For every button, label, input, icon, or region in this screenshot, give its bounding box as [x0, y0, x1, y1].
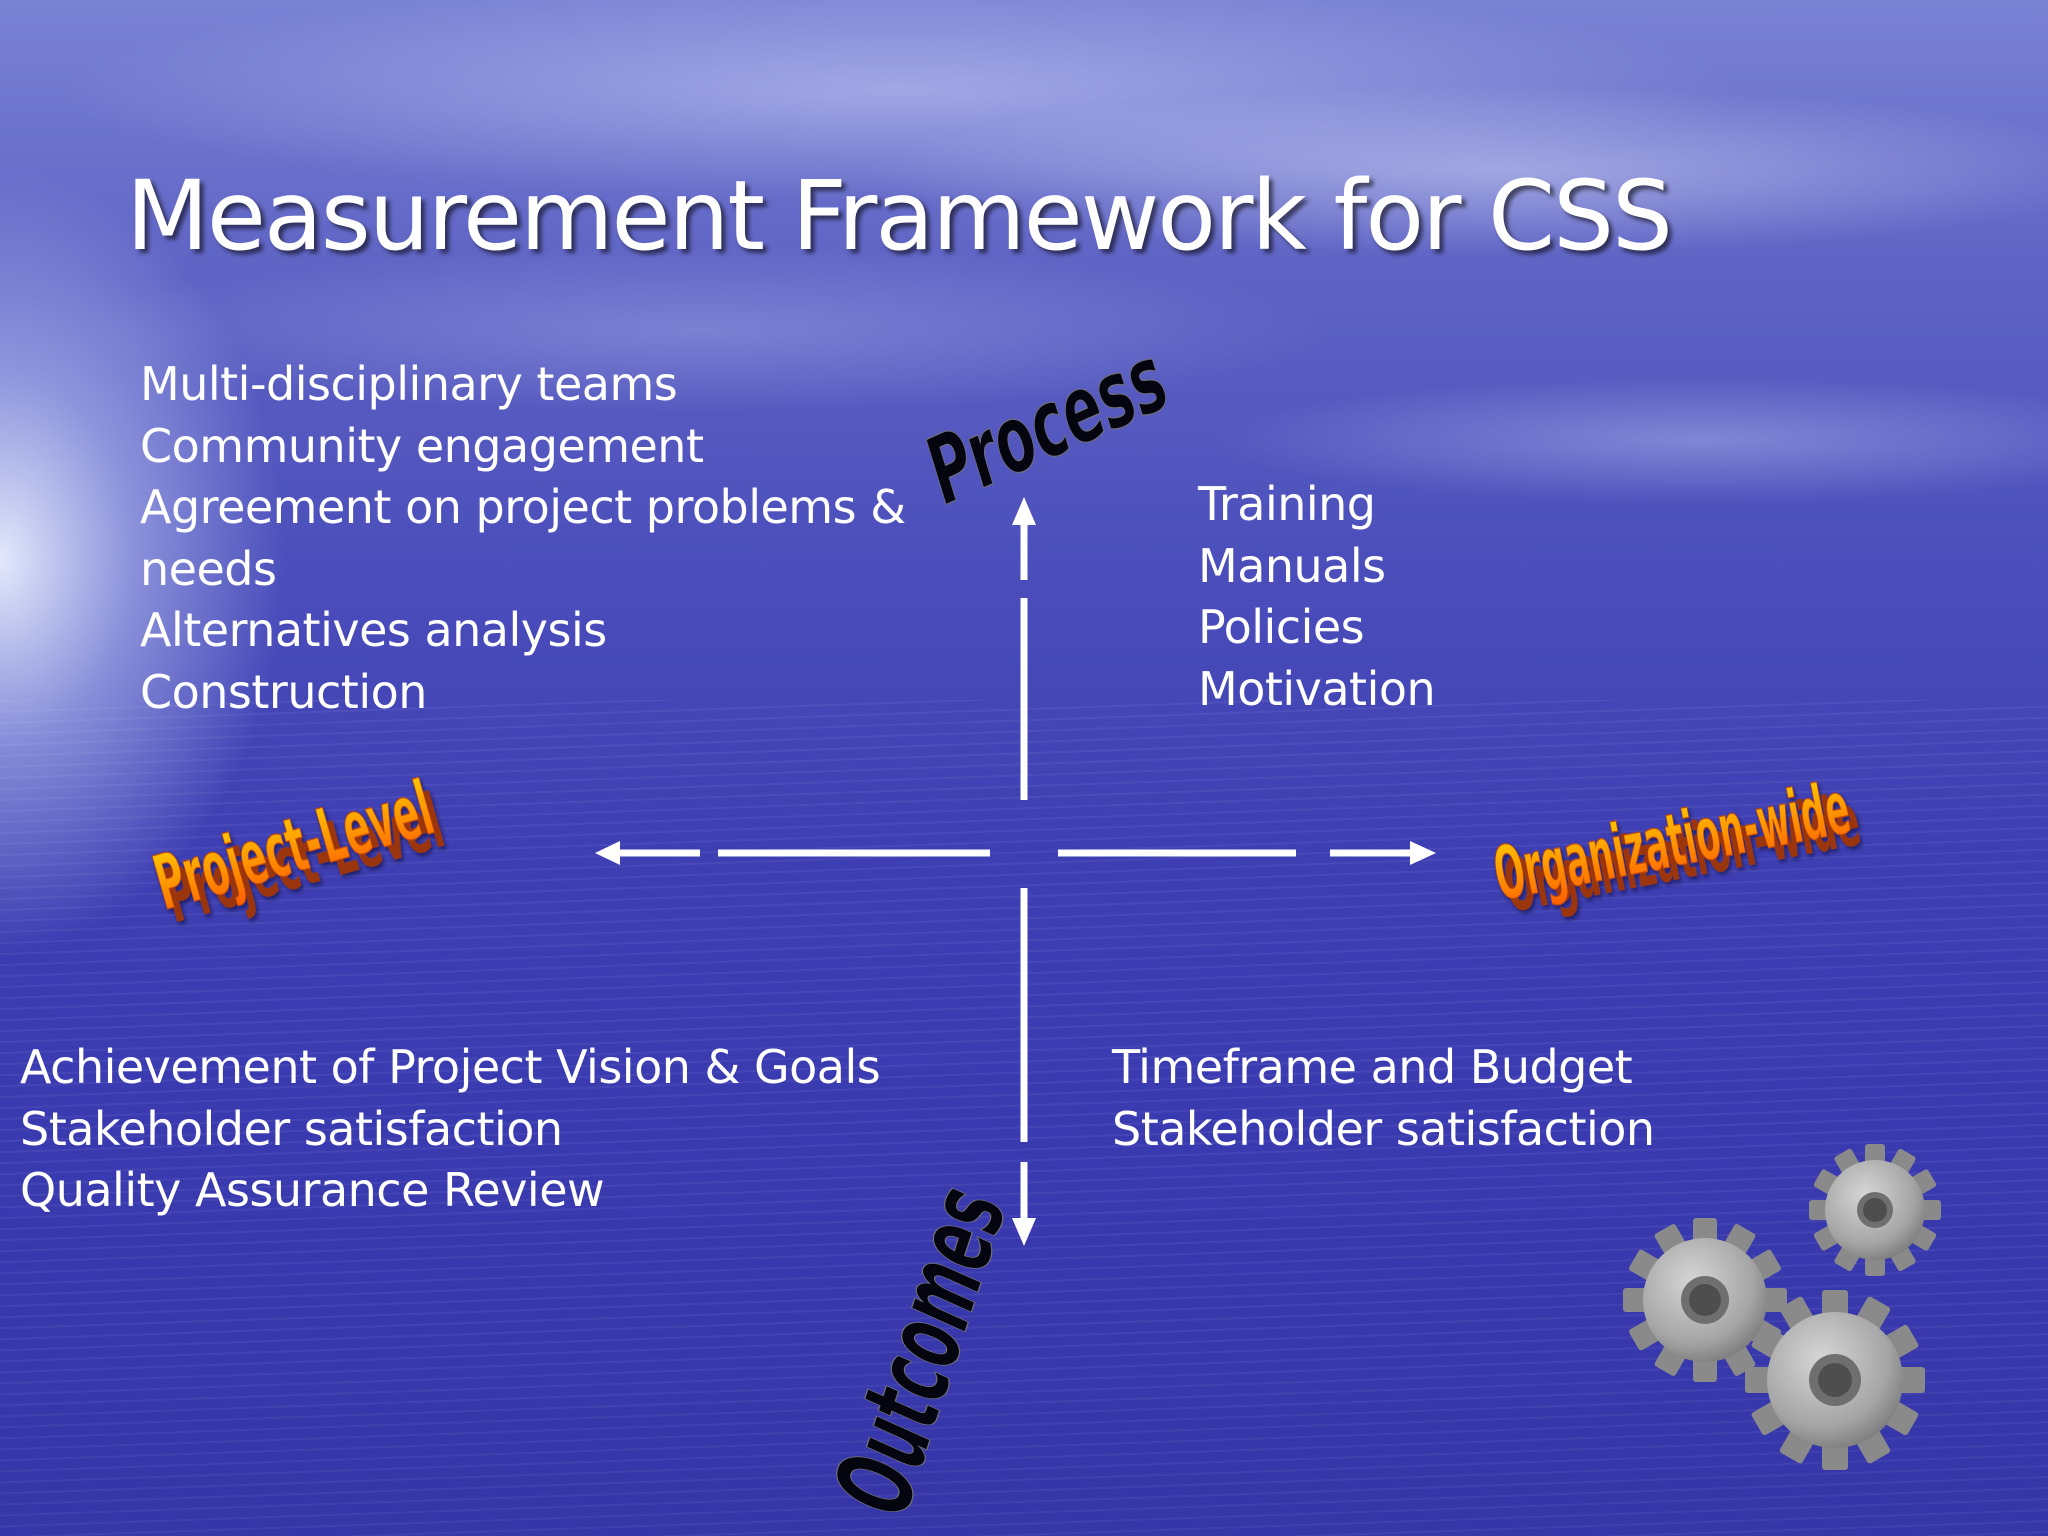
- gear-icon: [1623, 1218, 1787, 1382]
- quadrant-bottom-right-list: Timeframe and Budget Stakeholder satisfa…: [1112, 1037, 1655, 1160]
- axis-label-process: Process: [910, 325, 1183, 526]
- list-item: Stakeholder satisfaction: [20, 1101, 563, 1156]
- gear-icon: [1809, 1144, 1941, 1276]
- gear-icon: [1745, 1290, 1925, 1470]
- list-item: Policies: [1198, 600, 1365, 654]
- axis-label-organization-wide-extrusion: Organization-wide: [1497, 777, 1866, 930]
- axis-label-organization-wide: Organization-wide: [1487, 765, 1856, 918]
- list-item: Quality Assurance Review: [20, 1163, 605, 1217]
- axis-label-project-level-extrusion: Project-Level: [155, 778, 453, 941]
- quadrant-top-left-list: Multi-disciplinary teams Community engag…: [140, 354, 906, 723]
- quadrant-bottom-left-list: Achievement of Project Vision & Goals St…: [20, 1037, 881, 1222]
- list-item: Stakeholder satisfaction: [1112, 1101, 1655, 1156]
- axis-label-organization-wide-group: Organization-wide Organization-wide: [1487, 764, 1867, 930]
- axis-label-project-level-group: Project-Level Project-Level: [144, 764, 453, 941]
- slide-title: Measurement Framework for CSS: [126, 160, 1673, 272]
- gears-icon: [1623, 1144, 1941, 1470]
- list-item: Multi-disciplinary teams: [140, 357, 678, 411]
- down-arrow: [1012, 888, 1036, 1246]
- list-item: Training: [1198, 477, 1376, 531]
- list-item: Motivation: [1198, 661, 1436, 716]
- right-arrow: [1058, 841, 1436, 865]
- list-item: Alternatives analysis: [140, 603, 607, 657]
- list-item: Manuals: [1198, 538, 1386, 593]
- axis-label-outcomes: Outcomes: [811, 1173, 1031, 1528]
- left-arrow: [595, 841, 990, 865]
- list-item: Construction: [140, 664, 427, 719]
- list-item: needs: [140, 541, 277, 596]
- list-item: Timeframe and Budget: [1112, 1040, 1633, 1094]
- axis-label-project-level: Project-Level: [145, 765, 443, 928]
- list-item: Agreement on project problems &: [140, 480, 906, 534]
- list-item: Achievement of Project Vision & Goals: [20, 1040, 881, 1094]
- up-arrow: [1012, 497, 1036, 800]
- quadrant-top-right-list: Training Manuals Policies Motivation: [1198, 474, 1436, 720]
- list-item: Community engagement: [140, 418, 704, 473]
